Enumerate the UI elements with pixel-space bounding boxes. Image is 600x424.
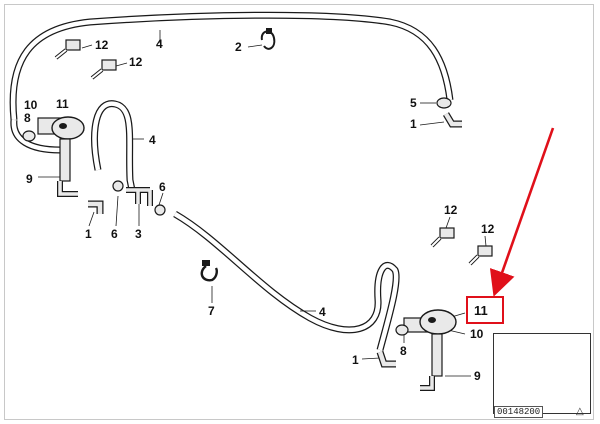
nozzle-right bbox=[395, 309, 457, 391]
bolt-12-c bbox=[430, 227, 455, 248]
callout-10-right: 10 bbox=[470, 327, 484, 341]
elbow-1-right-top bbox=[442, 112, 462, 128]
callout-10-left: 10 bbox=[24, 98, 38, 112]
warning-triangle-icon: △ bbox=[576, 406, 584, 417]
callout-8-left: 8 bbox=[24, 111, 31, 125]
bolt-12-a bbox=[54, 39, 81, 60]
callout-3: 3 bbox=[135, 227, 142, 241]
callout-8-right: 8 bbox=[400, 344, 407, 358]
callout-4-top: 4 bbox=[156, 37, 163, 51]
callout-1-left: 1 bbox=[85, 227, 92, 241]
callout-5: 5 bbox=[410, 96, 417, 110]
leader-lines bbox=[38, 30, 487, 377]
callout-4-mid: 4 bbox=[149, 133, 156, 147]
red-arrow-icon bbox=[489, 127, 555, 297]
callout-1-bottom: 1 bbox=[352, 353, 359, 367]
nozzle-left bbox=[22, 116, 85, 197]
elbow-1-left bbox=[88, 200, 104, 214]
bolt-12-d bbox=[468, 245, 493, 266]
callout-6-a: 6 bbox=[159, 180, 166, 194]
clip-7 bbox=[200, 260, 218, 282]
document-number: 00148200 bbox=[494, 406, 544, 418]
callout-9-right: 9 bbox=[474, 369, 481, 383]
diagram-frame bbox=[4, 4, 594, 420]
callout-12-c: 12 bbox=[444, 203, 458, 217]
callout-1-right-top: 1 bbox=[410, 117, 417, 131]
bolt-12-b bbox=[90, 59, 117, 80]
fitting-5 bbox=[436, 97, 452, 109]
hose-4-top bbox=[9, 11, 454, 121]
callout-7: 7 bbox=[208, 304, 215, 318]
vehicle-location-inset bbox=[493, 333, 591, 414]
highlight-box bbox=[466, 296, 504, 324]
connector-group bbox=[112, 180, 166, 216]
callout-12-d: 12 bbox=[481, 222, 495, 236]
elbow-1-bottom bbox=[376, 350, 396, 368]
callout-12-b: 12 bbox=[129, 55, 143, 69]
callout-2: 2 bbox=[235, 40, 242, 54]
highlight-callout-11: 11 bbox=[474, 303, 488, 318]
callout-9-left: 9 bbox=[26, 172, 33, 186]
clip-2 bbox=[260, 28, 276, 50]
callout-11-left: 11 bbox=[56, 97, 69, 111]
callout-4-bottom: 4 bbox=[319, 305, 326, 319]
callout-6-b: 6 bbox=[111, 227, 118, 241]
callout-12-a: 12 bbox=[95, 38, 109, 52]
